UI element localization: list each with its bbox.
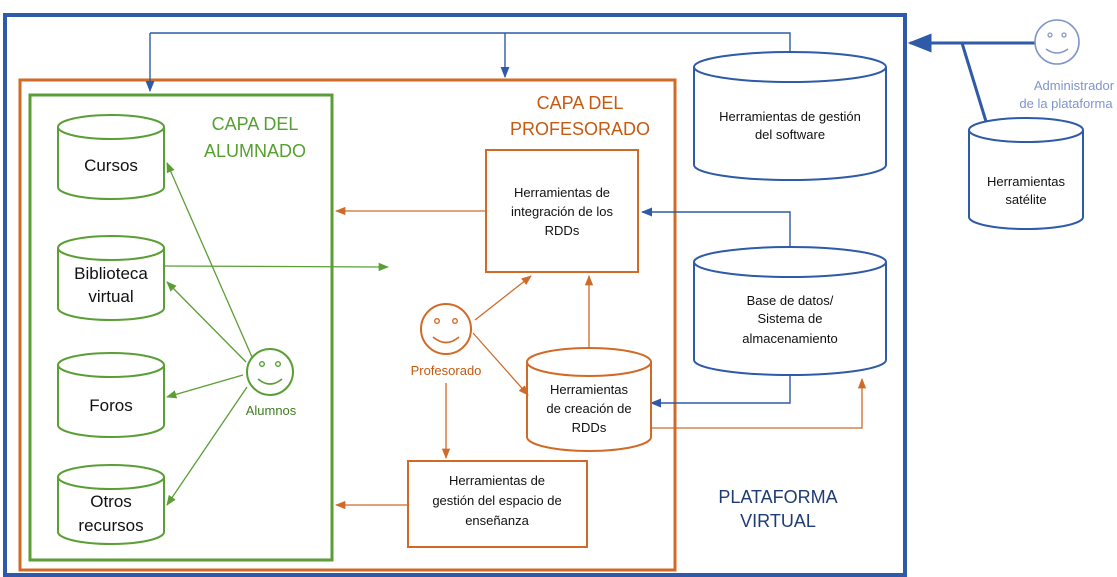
- admin-eye-left: [1047, 32, 1053, 38]
- arrow-db-to-integration: [640, 207, 791, 248]
- profesorado-eye-right: [452, 318, 459, 325]
- space-management-tools-box: [407, 460, 588, 548]
- satellite-tools-cylinder: [968, 117, 1084, 230]
- arrow-alumnos-to-foros: [166, 374, 244, 399]
- admin-eye-right: [1061, 32, 1067, 38]
- profesorado-eye-left: [434, 318, 441, 325]
- teacher-layer-frame: [18, 78, 677, 572]
- integration-tools-line1: Herramientas de: [514, 185, 610, 200]
- platform-label-line2: VIRTUAL: [740, 511, 816, 531]
- satellite-tools-body: [968, 130, 1084, 230]
- alumnos-smiley-icon: [246, 348, 294, 396]
- store-biblioteca-body: [57, 248, 165, 321]
- profesorado-label: Profesorado: [411, 363, 482, 378]
- link-admin-satellite: [960, 42, 990, 129]
- satellite-tools-top: [968, 117, 1084, 143]
- student-store-foros: [57, 352, 165, 438]
- store-otros-body: [57, 477, 165, 545]
- satellite-tools-line2: satélite: [1005, 192, 1046, 207]
- alumnos-eye-left: [259, 361, 266, 368]
- creation-tools-cylinder: [526, 347, 652, 452]
- integration-tools-line3: RDDs: [545, 223, 580, 238]
- arrow-biblioteca-to-teacher: [163, 262, 390, 272]
- space-management-line2: gestión del espacio de: [432, 493, 561, 508]
- alumnos-eye-right: [275, 361, 282, 368]
- store-otros-label-line2: recursos: [78, 516, 143, 535]
- student-layer-title-line2: ALUMNADO: [204, 141, 306, 161]
- arrow-profesorado-to-creation: [472, 332, 529, 396]
- top-distribution-line: [150, 32, 791, 53]
- arrow-profesorado-to-integration: [474, 275, 532, 321]
- creation-tools-line2: de creación de: [546, 401, 631, 416]
- admin-connectors: [907, 33, 1035, 129]
- store-otros-top: [57, 464, 165, 490]
- alumnos-actor: Alumnos: [246, 348, 297, 418]
- arrow-alumnos-to-biblioteca: [166, 281, 247, 363]
- admin-actor: Administrador de la plataforma: [1019, 19, 1115, 111]
- teacher-layer-title-line1: CAPA DEL: [537, 93, 624, 113]
- space-management-line3: enseñanza: [465, 513, 529, 528]
- teacher-arrows: [334, 206, 867, 510]
- alumnos-label: Alumnos: [246, 403, 297, 418]
- database-line3: almacenamiento: [742, 331, 837, 346]
- teacher-layer-title-line2: PROFESORADO: [510, 119, 650, 139]
- database-body: [693, 262, 887, 376]
- store-otros-label-line1: Otros: [90, 492, 132, 511]
- platform-connectors: [145, 32, 791, 408]
- database-top: [693, 246, 887, 278]
- profesorado-smiley-icon: [420, 303, 472, 355]
- admin-label-line1: Administrador: [1034, 78, 1115, 93]
- software-tools-line2: del software: [755, 127, 825, 142]
- store-foros-body: [57, 365, 165, 438]
- admin-label-line2: de la plataforma: [1019, 96, 1113, 111]
- arrow-creation-to-database: [651, 377, 867, 429]
- software-tools-top: [693, 51, 887, 83]
- integration-tools-box: [485, 149, 639, 273]
- student-store-biblioteca: [57, 235, 165, 321]
- admin-mouth: [1045, 48, 1069, 54]
- store-cursos-top: [57, 114, 165, 140]
- student-store-otros: [57, 464, 165, 545]
- software-tools-body: [693, 67, 887, 181]
- store-cursos-label: Cursos: [84, 156, 138, 175]
- database-cylinder: [693, 246, 887, 376]
- integration-tools-line2: integración de los: [511, 204, 613, 219]
- creation-tools-top: [526, 347, 652, 377]
- store-cursos-body: [57, 127, 165, 200]
- platform-label-line1: PLATAFORMA: [718, 487, 837, 507]
- space-management-line1: Herramientas de: [449, 473, 545, 488]
- profesorado-actor: Profesorado: [411, 303, 482, 378]
- store-biblioteca-top: [57, 235, 165, 261]
- creation-tools-body: [526, 362, 652, 452]
- creation-tools-line1: Herramientas: [550, 382, 629, 397]
- satellite-tools-line1: Herramientas: [987, 174, 1066, 189]
- student-layer-title-line1: CAPA DEL: [212, 114, 299, 134]
- store-biblioteca-label-line1: Biblioteca: [74, 264, 148, 283]
- student-arrows: [163, 162, 390, 506]
- alumnos-mouth: [257, 378, 283, 385]
- profesorado-mouth: [432, 336, 460, 344]
- database-line2: Sistema de: [757, 311, 822, 326]
- software-tools-cylinder: [693, 51, 887, 181]
- store-foros-label: Foros: [89, 396, 132, 415]
- arrow-alumnos-to-otros: [166, 386, 248, 506]
- store-biblioteca-label-line2: virtual: [88, 287, 133, 306]
- student-store-cursos: [57, 114, 165, 200]
- arrow-db-to-creation: [649, 375, 791, 408]
- creation-tools-line3: RDDs: [572, 420, 607, 435]
- database-line1: Base de datos/: [747, 293, 834, 308]
- admin-smiley-icon: [1034, 19, 1080, 65]
- software-tools-line1: Herramientas de gestión: [719, 109, 861, 124]
- platform-frame: [3, 13, 907, 577]
- student-layer-frame: [28, 93, 334, 562]
- store-foros-top: [57, 352, 165, 378]
- arrow-alumnos-to-cursos: [166, 162, 253, 358]
